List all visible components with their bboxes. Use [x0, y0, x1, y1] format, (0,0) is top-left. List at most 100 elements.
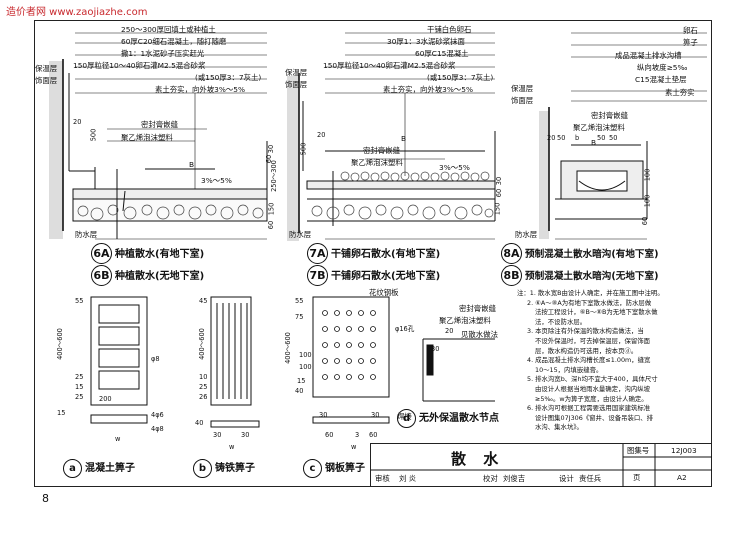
fig-d-foam-label: 聚乙烯泡沫塑料 [439, 316, 491, 325]
fig-d-seal-label: 密封膏嵌缝 [459, 304, 496, 313]
grate-c-dim: 400～600 [283, 332, 292, 364]
fig7-dim: 500 [299, 142, 308, 156]
fig8-layer: C15混凝土垫层 [635, 75, 687, 84]
grate-a-dim: 15 [75, 383, 84, 391]
fig-d-badge: d [397, 409, 416, 428]
fig7-width-b: B [401, 134, 407, 143]
fig8-layer: 卵石 [683, 26, 698, 35]
fig6-finish-label: 饰面层 [35, 76, 58, 85]
fig6-drawing [49, 32, 268, 240]
note-line: 法按工程设计，⑥B～⑧B为无地下室散水做 [535, 308, 658, 317]
grate-a-dim: 25 [75, 393, 84, 401]
note-line: 5. 排水沟宽b、深h均不宜大于400，具体尺寸 [527, 375, 658, 384]
grate-c-dim: 30 [371, 411, 380, 419]
fig7-insulation-label: 保温层 [285, 68, 308, 77]
fig6-layer: (或150厚3：7灰土) [195, 73, 262, 82]
grate-a-dim: 4φ6 [151, 411, 164, 419]
review-label: 审核 [375, 474, 390, 483]
note-line: 10～15，内填嵌缝膏。 [535, 365, 603, 374]
grate-b-dim: 40 [195, 419, 204, 427]
note-line: 4. 成品混凝土排水沟槽长度≤1.00m，缝宽 [527, 356, 651, 365]
note-line: 层，散水构造仍可选用，按本页ⓓ。 [535, 346, 638, 355]
fig7-foam-label: 聚乙烯泡沫塑料 [351, 158, 403, 167]
design-label: 设计 [559, 474, 574, 483]
fig8-layer: 素土夯实 [665, 88, 695, 97]
fig7-finish-label: 饰面层 [285, 80, 308, 89]
fig8-dim: 100 [643, 194, 652, 208]
page-label: 页 [633, 473, 641, 482]
grate-c-dim: w [351, 443, 357, 451]
fig6-layer: 150厚粒径10～40卵石灌M2.5混合砂浆 [73, 61, 206, 70]
grate-c-hole: φ16孔 [395, 325, 415, 333]
fig8-dim: 100 [643, 168, 652, 182]
designer-name: 责任兵 [579, 474, 602, 483]
note-line: 6. 排水沟可根据工程需要选用国家建筑标准 [527, 404, 651, 413]
fig7-seal-label: 密封膏嵌缝 [363, 146, 400, 155]
grate-a-dim: 15 [57, 409, 66, 417]
grate-b-dim: 26 [199, 393, 208, 401]
fig6-foam-label: 聚乙烯泡沫塑料 [121, 133, 173, 142]
grate-b-dim: 10 [199, 373, 208, 381]
fig7-slope: 3%～5% [439, 163, 470, 172]
watermark: 造价者网 www.zaojiazhe.com [6, 7, 148, 18]
check-label: 校对 [483, 474, 498, 483]
fig8a-badge: 8A [501, 243, 522, 264]
note-line: 水沟、集水坑》。 [535, 423, 583, 432]
note-line: 不设外保温时，可去掉保温层，保留饰面 [535, 336, 651, 345]
note-line: 设计图集07J306《窗井、设备吊装口、排 [535, 413, 654, 422]
notes-block: 注：1. 散水宽B由设计人确定，并在施工图中注明。 2. ⑥A～⑧A为有地下室散… [517, 289, 707, 433]
fig8-dim: b [575, 134, 580, 142]
atlas-number: 12J003 [671, 446, 697, 455]
fig6-layer: 250～300厚回填土或种植土 [121, 25, 216, 34]
grate-b-badge: b [193, 459, 212, 478]
grate-c-plate-label: 花纹钢板 [369, 288, 399, 297]
fig7-drawing [287, 32, 496, 241]
page-code: A2 [677, 473, 687, 482]
grate-c-dim: 40 [295, 387, 304, 395]
note-line: 由设计人根据当地雨水量确定，沟内纵坡 [535, 384, 651, 393]
note-line: 注：1. 散水宽B由设计人确定，并在施工图中注明。 [517, 289, 664, 297]
fig6-dim: 250～300 [269, 160, 278, 192]
reviewer-name: 刘 炎 [399, 474, 417, 483]
fig7-layer: 60厚C15混凝土 [415, 49, 469, 58]
fig7-layer: 150厚粒径10～40卵石灌M2.5混合砂浆 [323, 61, 456, 70]
fig7-layer: (或150厚3：7灰土) [427, 73, 494, 82]
fig7-waterproof-label: 防水层 [289, 230, 312, 239]
note-line: 2. ⑥A～⑧A为有地下室散水做法，防水层做 [527, 298, 652, 307]
fig7b-badge: 7B [307, 265, 328, 286]
fig8-dim: 60 [641, 216, 650, 226]
fig-d-see-label: 见散水做法 [461, 330, 498, 339]
note-line: ≥5‰。w为箅子宽度，由设计人确定。 [535, 394, 648, 403]
fig-d-dim: 20 [445, 327, 454, 335]
fig8-dim: 50 [557, 134, 566, 142]
grate-c-dim: 75 [295, 313, 304, 321]
fig8-insulation-label: 保温层 [511, 84, 534, 93]
fig7-dim: 60 [495, 188, 504, 198]
fig8-layer: 纵向坡度≥5‰ [637, 63, 688, 72]
grate-a-dim: 55 [75, 297, 84, 305]
fig8b-badge: 8B [501, 265, 522, 286]
grate-c-badge: c [303, 459, 322, 478]
grate-c-dim: 55 [295, 297, 304, 305]
fig8-dim: 20 [547, 134, 556, 142]
grate-b-dim: w [229, 443, 235, 451]
grate-a-dim: 400～600 [55, 328, 64, 360]
fig-d-dim: 30 [431, 345, 440, 353]
fig7-layer: 素土夯实，向外坡3%～5% [383, 85, 473, 94]
grate-a-dim: 4φ8 [151, 425, 164, 433]
fig8-finish-label: 饰面层 [511, 96, 534, 105]
fig7-layer: 干铺白色卵石 [427, 25, 472, 34]
grate-b-dim: 30 [213, 431, 222, 439]
grate-b-dim: 400～600 [197, 328, 206, 360]
fig6-dim: 500 [89, 128, 98, 142]
fig6b-badge: 6B [91, 265, 112, 286]
grate-a-badge: a [63, 459, 82, 478]
grate-c-dim: 100 [299, 351, 312, 359]
fig8-seal-label: 密封膏嵌缝 [591, 111, 628, 120]
fig6-slope: 3%～5% [201, 176, 232, 185]
